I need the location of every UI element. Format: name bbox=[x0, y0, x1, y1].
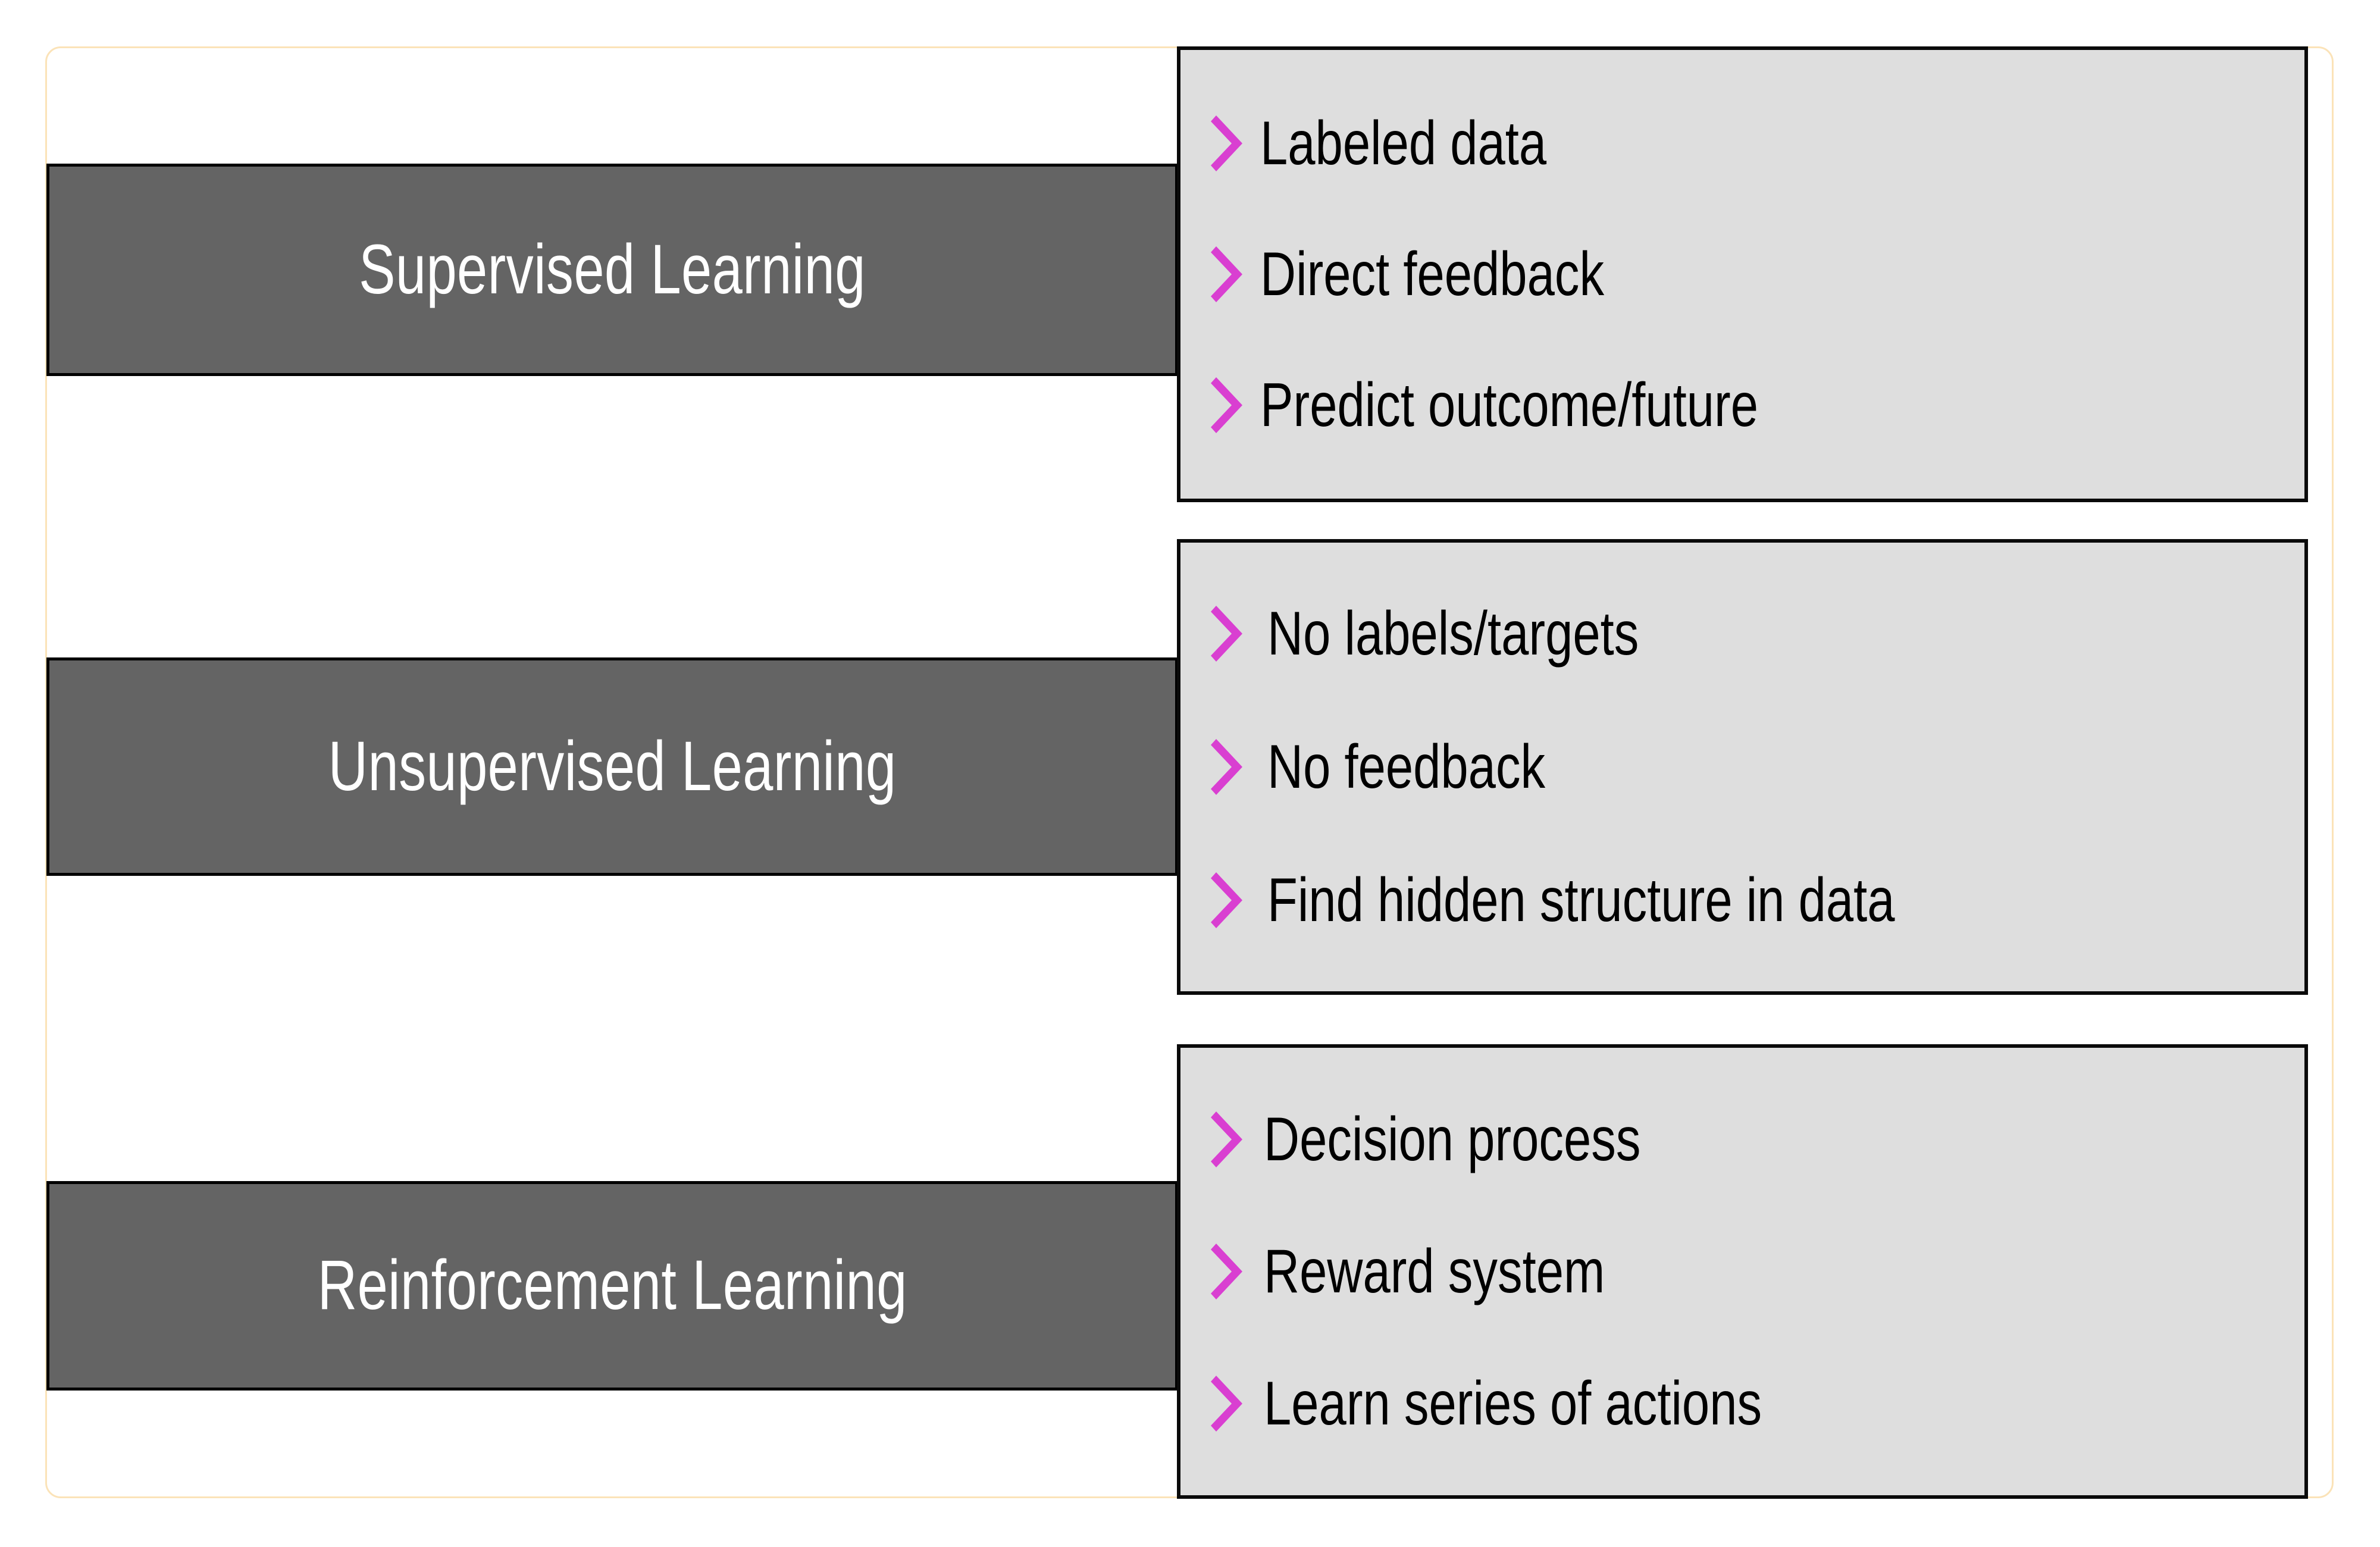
chevron-right-icon bbox=[1210, 1107, 1247, 1172]
bullet-label: Find hidden structure in data bbox=[1267, 866, 1895, 935]
chevron-right-icon bbox=[1210, 242, 1247, 307]
bullet-item: Reward system bbox=[1210, 1205, 2304, 1338]
bullet-item: Labeled data bbox=[1210, 78, 2304, 209]
bullet-item: Predict outcome/future bbox=[1210, 340, 2304, 471]
bullet-label: Predict outcome/future bbox=[1260, 371, 1759, 440]
category-bar-supervised[interactable]: Supervised Learning bbox=[46, 164, 1178, 376]
bullet-item: Direct feedback bbox=[1210, 209, 2304, 340]
bullet-label: Reward system bbox=[1264, 1237, 1605, 1306]
chevron-right-icon bbox=[1210, 1239, 1247, 1304]
chevron-right-icon bbox=[1210, 734, 1247, 800]
bullet-item: Decision process bbox=[1210, 1073, 2304, 1205]
bullet-label: Decision process bbox=[1264, 1105, 1641, 1174]
detail-panel-unsupervised: No labels/targets No feedback Find hidde… bbox=[1177, 539, 2308, 995]
category-title-supervised: Supervised Learning bbox=[359, 230, 866, 309]
bullet-label: No labels/targets bbox=[1267, 599, 1639, 668]
chevron-right-icon bbox=[1210, 1371, 1247, 1436]
bullet-label: Labeled data bbox=[1260, 109, 1547, 178]
chevron-right-icon bbox=[1210, 111, 1247, 176]
detail-panel-supervised: Labeled data Direct feedback Predict out… bbox=[1177, 46, 2308, 502]
category-title-unsupervised: Unsupervised Learning bbox=[328, 726, 897, 806]
bullet-item: Learn series of actions bbox=[1210, 1338, 2304, 1470]
bullet-item: No feedback bbox=[1210, 700, 2304, 834]
category-title-reinforcement: Reinforcement Learning bbox=[317, 1246, 907, 1325]
bullet-label: No feedback bbox=[1267, 732, 1546, 801]
category-bar-reinforcement[interactable]: Reinforcement Learning bbox=[46, 1181, 1178, 1391]
chevron-right-icon bbox=[1210, 868, 1247, 933]
chevron-right-icon bbox=[1210, 372, 1247, 438]
chevron-right-icon bbox=[1210, 601, 1247, 666]
bullet-label: Learn series of actions bbox=[1264, 1369, 1762, 1438]
bullet-item: No labels/targets bbox=[1210, 567, 2304, 700]
bullet-item: Find hidden structure in data bbox=[1210, 834, 2304, 967]
category-bar-unsupervised[interactable]: Unsupervised Learning bbox=[46, 657, 1178, 876]
detail-panel-reinforcement: Decision process Reward system Learn ser… bbox=[1177, 1044, 2308, 1499]
bullet-label: Direct feedback bbox=[1260, 240, 1605, 309]
